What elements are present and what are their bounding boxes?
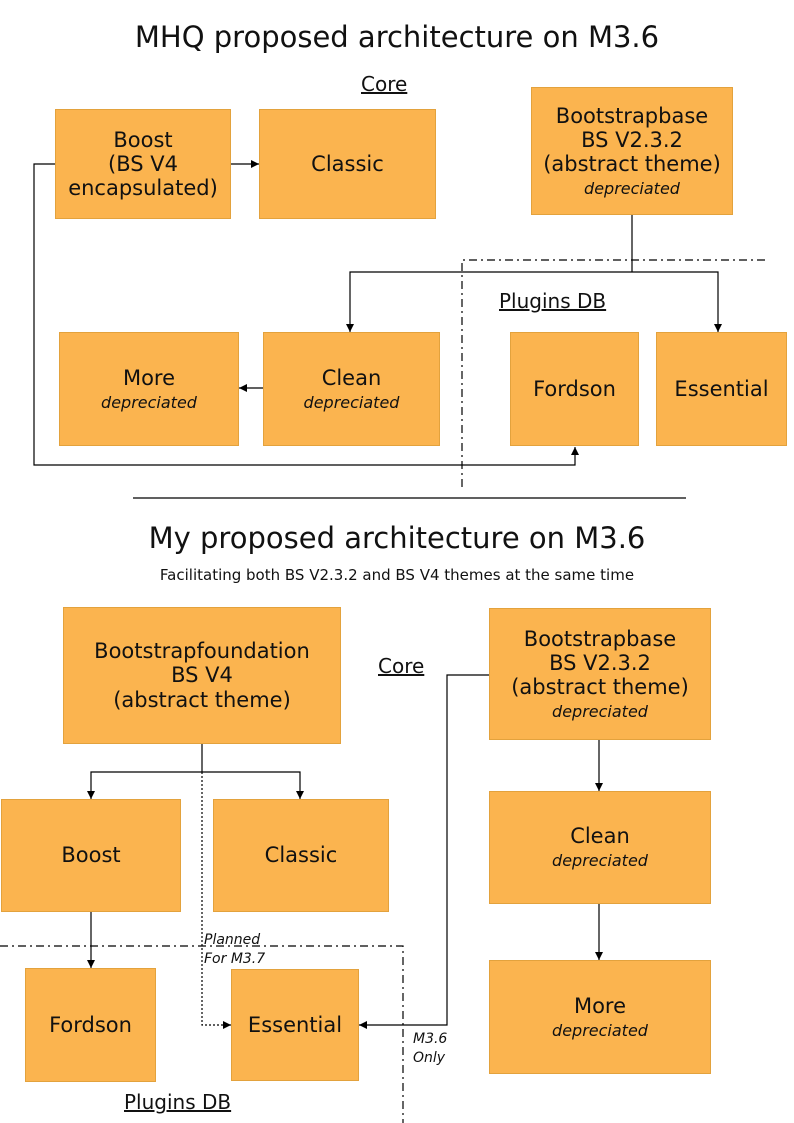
top-clean-label: Clean [321,365,382,390]
bottom-fordson-box: Fordson [25,968,156,1082]
top-clean-box: Clean depreciated [263,332,440,446]
bottom-clean-label: Clean [570,824,630,849]
bottom-more-box: More depreciated [489,960,711,1074]
bottom-clean-box: Clean depreciated [489,791,711,904]
bottom-title: My proposed architecture on M3.6 [148,521,646,555]
top-clean-status: depreciated [303,392,400,412]
top-plugins-label: Plugins DB [499,289,607,313]
plugins-boundary-bottom [0,945,404,1123]
top-more-box: More depreciated [59,332,239,446]
bottom-bootstrapbase-line2: BS V2.3.2 [549,650,651,675]
top-more-status: depreciated [101,392,197,412]
bottom-foundation-line2: BS V4 [171,663,233,688]
m36-note-line1: M3.6 [413,1031,448,1047]
bottom-classic-box: Classic [213,799,389,912]
top-bootstrapbase-line2: BS V2.3.2 [581,127,683,152]
top-classic-box: Classic [259,109,436,219]
top-more-label: More [122,365,176,390]
bottom-bootstrapbase-status: depreciated [552,702,648,722]
bottom-essential-label: Essential [247,1012,343,1037]
bottom-essential-box: Essential [231,969,359,1081]
top-fordson-box: Fordson [510,332,639,446]
top-core-label: Core [361,72,408,96]
bottom-foundation-line1: Bootstrapfoundation [94,639,310,664]
top-boost-line1: Boost [113,127,173,152]
arrow-bootstrapbase-to-clean [346,271,632,332]
arrow-boost-to-fordson [33,163,579,466]
arrow-foundation-to-classic [202,771,304,799]
bottom-plugins-label: Plugins DB [124,1090,232,1114]
planned-note-line2: For M3.7 [204,950,266,967]
bottom-bootstrapbase-box: Bootstrapbase BS V2.3.2 (abstract theme)… [489,608,711,740]
top-bootstrapbase-line1: Bootstrapbase [555,103,709,128]
bottom-classic-label: Classic [264,843,338,868]
arrow-bootstrapbase-to-essential [632,271,722,332]
bottom-more-label: More [573,993,627,1018]
bottom-boost-label: Boost [61,843,121,868]
top-title: MHQ proposed architecture on M3.6 [134,20,660,54]
bottom-bootstrapfoundation-box: Bootstrapfoundation BS V4 (abstract them… [63,607,341,744]
top-boost-box: Boost (BS V4 encapsulated) [55,109,231,219]
top-boost-line2: (BS V4 [108,151,178,176]
bottom-boost-box: Boost [1,799,181,912]
planned-note: Planned For M3.7 [204,931,265,969]
bottom-foundation-line3: (abstract theme) [113,687,291,712]
bottom-subtitle: Facilitating both BS V2.3.2 and BS V4 th… [159,566,635,584]
bottom-clean-status: depreciated [552,851,648,871]
top-bootstrapbase-status: depreciated [584,179,680,199]
top-essential-box: Essential [656,332,787,446]
plugins-boundary-top [461,259,765,487]
top-fordson-label: Fordson [533,376,616,401]
top-bootstrapbase-line3: (abstract theme) [543,151,721,176]
arrow-foundation-to-essential-planned [201,772,231,1029]
top-essential-label: Essential [674,376,769,401]
arrow-foundation-to-boost [87,771,202,799]
top-classic-label: Classic [311,151,384,176]
bottom-fordson-label: Fordson [49,1012,132,1037]
top-boost-line3: encapsulated) [68,176,218,201]
bottom-core-label: Core [378,654,425,678]
planned-note-line1: Planned [204,932,261,948]
bottom-more-status: depreciated [552,1020,648,1040]
bottom-bootstrapbase-line3: (abstract theme) [511,674,689,699]
bottom-bootstrapbase-line1: Bootstrapbase [523,626,677,651]
m36-only-note: M3.6 Only [413,1030,447,1068]
top-bootstrapbase-box: Bootstrapbase BS V2.3.2 (abstract theme)… [531,87,733,215]
m36-note-line2: Only [413,1049,446,1066]
